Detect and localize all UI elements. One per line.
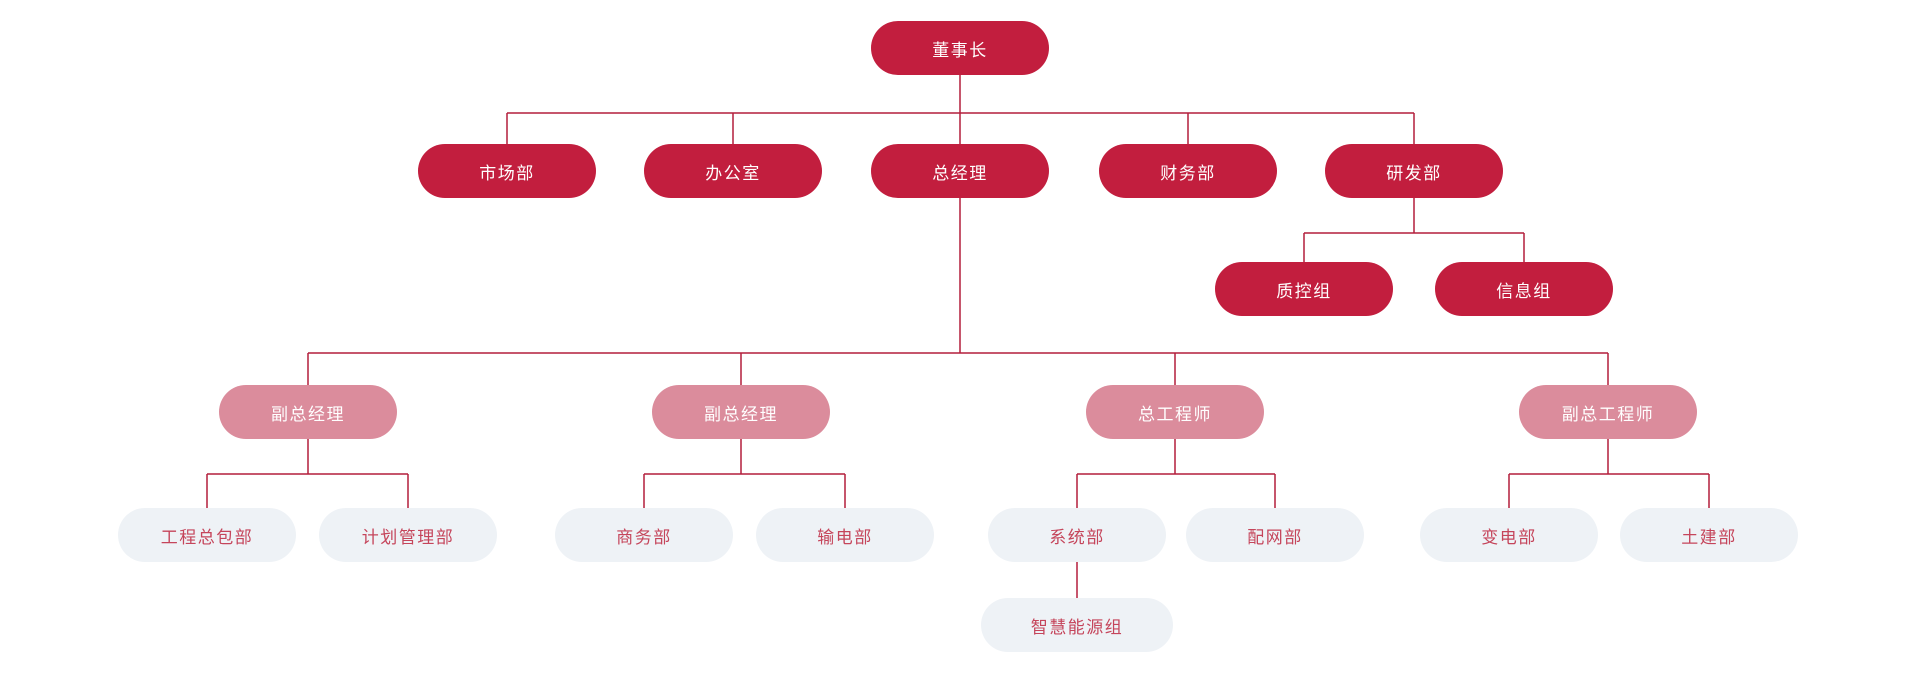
org-node-transmission[interactable]: 输电部 [756, 508, 934, 562]
connector-rnd-children [1303, 198, 1525, 264]
connector-chairman-children [506, 74, 1415, 146]
org-node-chief-engineer[interactable]: 总工程师 [1086, 385, 1264, 439]
org-node-commerce[interactable]: 商务部 [555, 508, 733, 562]
org-node-chairman[interactable]: 董事长 [871, 21, 1049, 75]
org-node-rnd[interactable]: 研发部 [1325, 144, 1503, 198]
org-node-distribution[interactable]: 配网部 [1186, 508, 1364, 562]
org-node-office[interactable]: 办公室 [644, 144, 822, 198]
org-node-civil[interactable]: 土建部 [1620, 508, 1798, 562]
connector-deputy-gm-2-children [643, 439, 846, 510]
org-node-marketing[interactable]: 市场部 [418, 144, 596, 198]
org-node-general-manager[interactable]: 总经理 [871, 144, 1049, 198]
org-node-epc[interactable]: 工程总包部 [118, 508, 296, 562]
org-node-systems[interactable]: 系统部 [988, 508, 1166, 562]
org-node-qc-group[interactable]: 质控组 [1215, 262, 1393, 316]
connector-deputy-gm-1-children [206, 439, 409, 510]
org-node-finance[interactable]: 财务部 [1099, 144, 1277, 198]
connector-deputy-chief-engineer-children [1508, 439, 1710, 510]
org-node-planning[interactable]: 计划管理部 [319, 508, 497, 562]
org-node-substation[interactable]: 变电部 [1420, 508, 1598, 562]
org-node-deputy-chief-engineer[interactable]: 副总工程师 [1519, 385, 1697, 439]
org-node-smart-energy[interactable]: 智慧能源组 [981, 598, 1173, 652]
connector-chief-engineer-children [1076, 439, 1276, 510]
org-node-deputy-gm-1[interactable]: 副总经理 [219, 385, 397, 439]
org-node-deputy-gm-2[interactable]: 副总经理 [652, 385, 830, 439]
org-node-info-group[interactable]: 信息组 [1435, 262, 1613, 316]
connector-general-manager-children [307, 198, 1609, 387]
